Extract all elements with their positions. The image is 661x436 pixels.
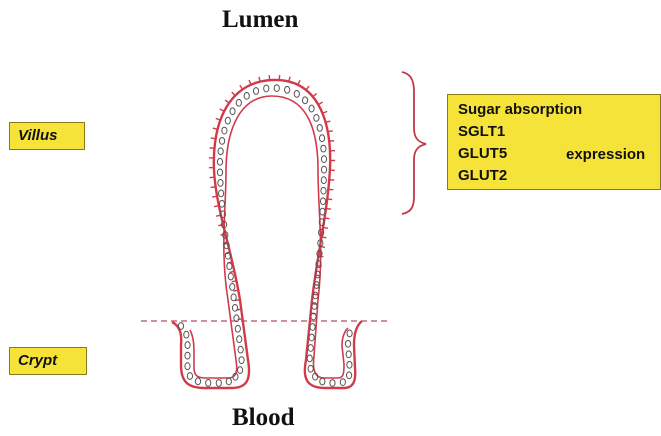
nucleus [321, 187, 326, 194]
cell-nuclei [178, 85, 352, 387]
microvillus-tick [327, 199, 332, 200]
microvillus-tick [322, 111, 327, 113]
nucleus [222, 127, 227, 134]
microvillus-tick [314, 285, 319, 286]
nucleus [308, 345, 313, 352]
nucleus [217, 158, 222, 165]
nucleus [227, 263, 232, 270]
nucleus [345, 340, 350, 347]
nucleus [237, 367, 242, 374]
nucleus [178, 323, 183, 330]
nucleus [219, 190, 224, 197]
nucleus [347, 330, 352, 337]
nucleus [230, 284, 235, 291]
villus-brace [402, 72, 426, 214]
nucleus [219, 137, 224, 144]
microvillus-tick [326, 208, 331, 209]
nucleus [217, 169, 222, 176]
microvillus-tick [323, 227, 328, 228]
nucleus [230, 108, 235, 115]
nucleus [321, 166, 326, 173]
nucleus [330, 380, 335, 387]
transporter-glut2: GLUT2 [458, 167, 507, 185]
microvillus-tick [328, 189, 333, 190]
nucleus [216, 380, 221, 387]
microvillus-tick [322, 237, 327, 238]
epithelium-outer-outline [172, 80, 362, 388]
sugar-absorption-box: Sugar absorption SGLT1 GLUT5 GLUT2 expre… [447, 94, 661, 190]
nucleus [264, 85, 269, 92]
nucleus [321, 145, 326, 152]
nucleus [307, 355, 312, 362]
nucleus [184, 331, 189, 338]
transporter-sglt1: SGLT1 [458, 123, 505, 141]
nucleus [285, 86, 290, 93]
nucleus [320, 378, 325, 385]
nucleus [340, 379, 345, 386]
microvillus-tick [211, 138, 216, 139]
nucleus [195, 378, 200, 385]
nucleus [228, 273, 233, 280]
microvillus-tick [313, 93, 317, 96]
nucleus [317, 124, 322, 131]
nucleus [218, 148, 223, 155]
nucleus [185, 363, 190, 370]
nucleus [294, 90, 299, 97]
expression-label: expression [566, 146, 645, 164]
nucleus [321, 177, 326, 184]
microvillus-tick [329, 141, 334, 142]
microvillus-tick [325, 218, 330, 219]
nucleus [309, 105, 314, 112]
microvillus-tick [249, 80, 251, 85]
microvillus-tick [240, 85, 243, 89]
nucleus [225, 117, 230, 124]
nucleus [236, 99, 241, 106]
microvillus-tick [232, 281, 237, 282]
transporter-glut5: GLUT5 [458, 145, 507, 163]
nucleus [206, 379, 211, 386]
nucleus [319, 135, 324, 142]
nucleus [346, 372, 351, 379]
nucleus [320, 198, 325, 205]
nucleus [185, 342, 190, 349]
nucleus [238, 346, 243, 353]
nucleus [314, 115, 319, 122]
microvillus-tick [328, 131, 333, 132]
nucleus [347, 361, 352, 368]
microvillus-tick [306, 86, 309, 90]
nucleus [302, 97, 307, 104]
microvillus-tick [225, 100, 229, 103]
sugar-absorption-title: Sugar absorption [458, 101, 582, 119]
nucleus [235, 325, 240, 332]
brush-border [209, 75, 335, 319]
nucleus [244, 92, 249, 99]
microvillus-tick [212, 196, 217, 197]
nucleus [187, 373, 192, 380]
nucleus [346, 351, 351, 358]
nucleus [310, 324, 315, 331]
nucleus [253, 88, 258, 95]
nucleus [231, 294, 236, 301]
nucleus [218, 179, 223, 186]
microvillus-tick [233, 290, 238, 291]
microvillus-tick [211, 187, 216, 188]
nucleus [239, 357, 244, 364]
nucleus [232, 304, 237, 311]
nucleus [226, 378, 231, 385]
microvillus-tick [214, 206, 219, 207]
microvillus-tick [232, 92, 236, 96]
microvillus-tick [238, 319, 243, 320]
nucleus [321, 156, 326, 163]
nucleus [274, 85, 279, 92]
nucleus [237, 336, 242, 343]
nucleus [308, 365, 313, 372]
nucleus [185, 352, 190, 359]
nucleus [309, 334, 314, 341]
nucleus [219, 200, 224, 207]
